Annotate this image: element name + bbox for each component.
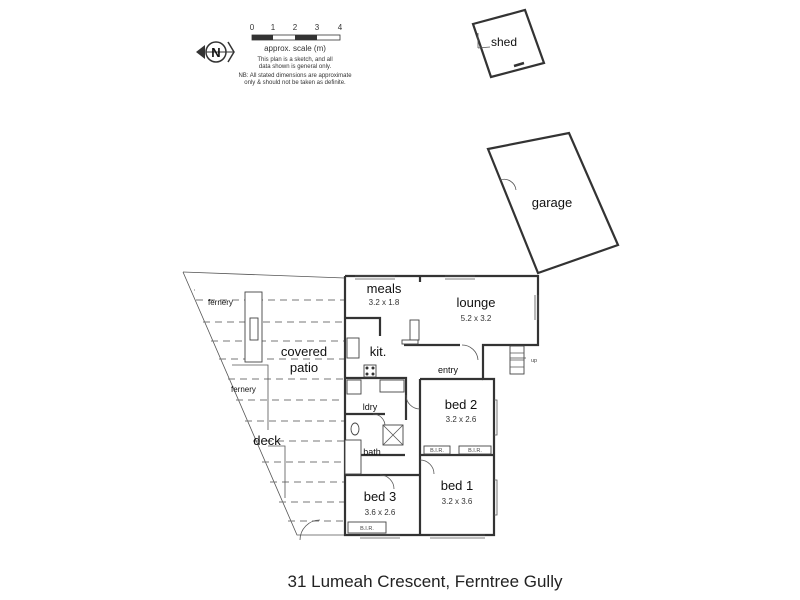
lounge-label: lounge (456, 295, 495, 310)
bath-label: bath (363, 447, 381, 457)
robe-bed1-icon (423, 445, 451, 455)
note-line-3: NB: All stated dimensions are approximat… (238, 73, 352, 79)
note-line-1: This plan is a sketch, and all (257, 57, 332, 63)
bed2-dim: 3.2 x 2.6 (446, 415, 477, 424)
toilet-icon (350, 422, 360, 436)
washer-icon (346, 379, 362, 395)
entry-steps: up (509, 345, 537, 375)
kitchen-label: kit. (370, 344, 387, 359)
scale-tick-2: 2 (293, 23, 298, 32)
robe-bed2-icon (458, 445, 492, 455)
fixtures: B.I.R. B.I.R. B.I.R. (344, 319, 492, 534)
entry-label: entry (438, 365, 459, 375)
fridge-icon (409, 319, 420, 341)
bed1-label: bed 1 (441, 478, 474, 493)
property-address: 31 Lumeah Crescent, Ferntree Gully (288, 572, 563, 591)
scale-tick-1: 1 (271, 23, 276, 32)
garage-label: garage (532, 195, 572, 210)
bed3-label: bed 3 (364, 489, 397, 504)
up-label: up (531, 358, 537, 364)
room-labels: meals 3.2 x 1.8 lounge 5.2 x 3.2 kit. en… (363, 281, 496, 517)
lounge-dim: 5.2 x 3.2 (461, 314, 492, 323)
scale-label: approx. scale (m) (264, 44, 326, 53)
covered-patio-label-1: covered (281, 344, 327, 359)
compass-letter: N (211, 45, 220, 60)
robe-label-2: B.I.R. (468, 448, 482, 454)
fernery-top-label: fernery (208, 298, 233, 307)
laundry-label: ldry (363, 402, 378, 412)
shed: shed (471, 8, 546, 79)
cooktop-icon (363, 364, 377, 378)
sink-icon (346, 337, 360, 359)
house-walls (343, 274, 540, 539)
scale-tick-3: 3 (315, 23, 320, 32)
bed3-dim: 3.6 x 2.6 (365, 508, 396, 517)
deck-label: deck (253, 433, 281, 448)
robe-label-1: B.I.R. (430, 448, 444, 454)
scale-tick-4: 4 (338, 23, 343, 32)
note-line-4: only & should not be taken as definite. (244, 80, 346, 86)
meals-dim: 3.2 x 1.8 (369, 298, 400, 307)
scale-bar (251, 34, 341, 41)
bench-icon (401, 339, 419, 345)
north-compass-icon: N (196, 41, 235, 63)
bathtub-icon (344, 439, 362, 475)
scale-tick-0: 0 (250, 23, 255, 32)
covered-patio-label-2: patio (290, 360, 318, 375)
scale-legend: 0 1 2 3 4 approx. scale (m) This plan is… (196, 23, 352, 86)
bed2-label: bed 2 (445, 397, 478, 412)
bed1-dim: 3.2 x 3.6 (442, 497, 473, 506)
shed-label: shed (491, 35, 517, 49)
garage: garage (486, 131, 620, 275)
fernery-mid-label: fernery (231, 385, 256, 394)
laundry-trough-icon (379, 379, 405, 393)
robe-label-3: B.I.R. (360, 526, 374, 532)
meals-label: meals (367, 281, 402, 296)
note-line-2: data shown is general only. (259, 64, 332, 70)
outdoor-areas: fernery fernery covered patio deck (182, 271, 348, 541)
robe-bed3-icon (347, 521, 387, 534)
